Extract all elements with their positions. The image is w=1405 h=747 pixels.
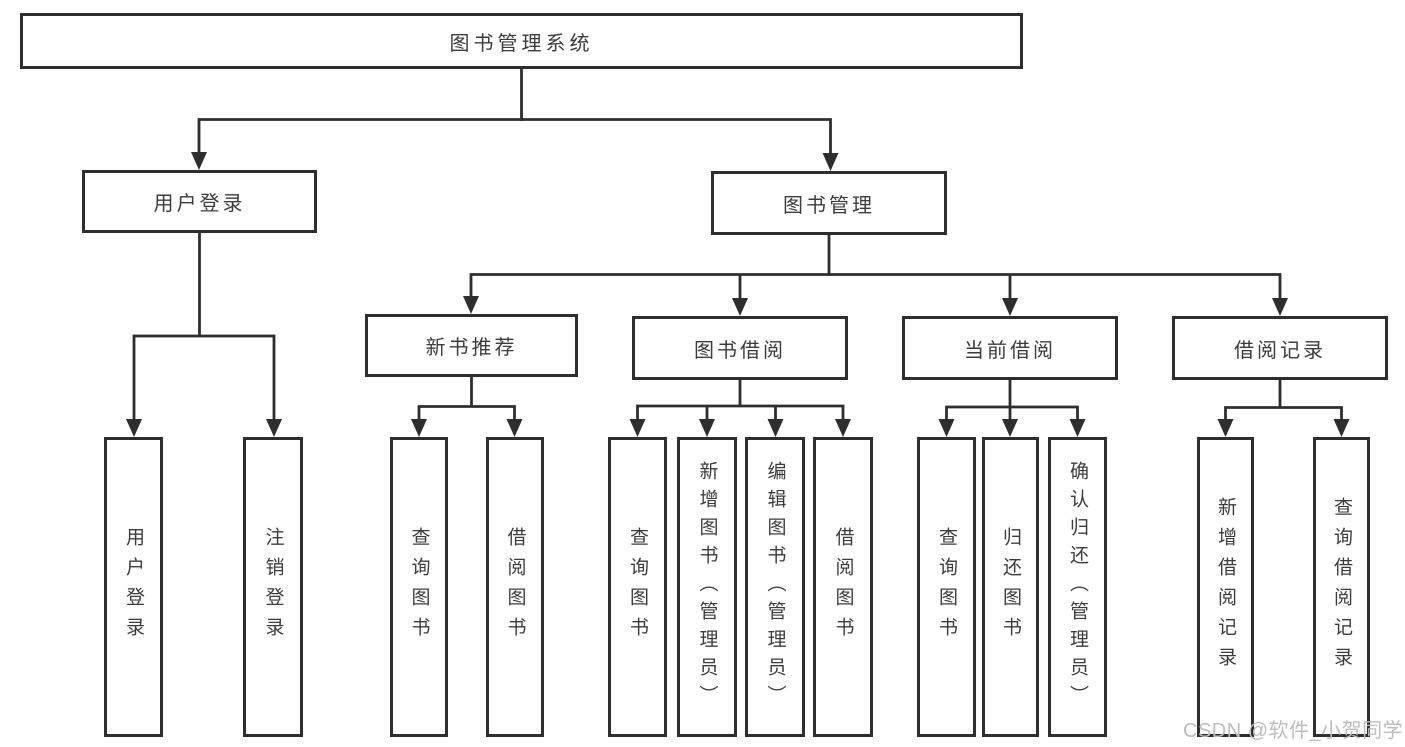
node-label: 新增借阅记录 [1215, 497, 1236, 677]
node-root: 图书管理系统 [20, 13, 1023, 69]
node-label: 新书推荐 [425, 337, 518, 359]
node-current-borrowing: 当前借阅 [902, 316, 1118, 380]
node-leaf-query-books-1: 查询图书 [390, 437, 448, 737]
node-label: 图书管理系统 [449, 32, 594, 55]
node-new-book-recommend: 新书推荐 [365, 314, 578, 377]
node-label: 查询图书 [936, 527, 957, 647]
node-label: 查询图书 [408, 527, 430, 647]
node-label: 图书管理 [783, 194, 875, 217]
watermark: CSDN @软件_小贺同学 [1183, 720, 1404, 742]
node-label: 图书借阅 [694, 339, 786, 362]
node-label: 借阅图书 [504, 527, 526, 647]
node-leaf-borrow-books-2: 借阅图书 [813, 437, 873, 737]
node-user-login: 用户登录 [82, 170, 317, 233]
node-label: 查询借阅记录 [1331, 497, 1352, 677]
node-book-management: 图书管理 [711, 171, 947, 235]
node-label: 注销登录 [262, 527, 284, 647]
arrowheads [126, 152, 1350, 437]
node-label: 确认归还（管理员） [1067, 461, 1088, 713]
node-leaf-edit-books: 编辑图书（管理员） [745, 437, 805, 737]
node-borrowing-records: 借阅记录 [1172, 316, 1388, 380]
node-leaf-logout: 注销登录 [243, 437, 303, 737]
node-label: 借阅记录 [1234, 339, 1326, 362]
node-label: 当前借阅 [964, 339, 1056, 362]
node-leaf-query-books-3: 查询图书 [917, 437, 976, 737]
node-leaf-add-books: 新增图书（管理员） [677, 437, 737, 737]
node-label: 归还图书 [1000, 527, 1021, 647]
node-leaf-confirm-return: 确认归还（管理员） [1048, 437, 1107, 737]
node-leaf-user-login: 用户登录 [104, 437, 163, 737]
node-book-borrowing: 图书借阅 [632, 316, 848, 380]
node-label: 新增图书（管理员） [696, 461, 718, 713]
node-leaf-add-borrow-record: 新增借阅记录 [1197, 437, 1254, 737]
node-label: 用户登录 [123, 527, 144, 647]
node-label: 借阅图书 [832, 527, 854, 647]
node-leaf-query-books-2: 查询图书 [608, 437, 667, 737]
node-leaf-query-borrow-record: 查询借阅记录 [1313, 437, 1370, 737]
node-label: 编辑图书（管理员） [764, 461, 786, 713]
node-leaf-borrow-books-1: 借阅图书 [486, 437, 544, 737]
node-label: 用户登录 [153, 193, 246, 215]
node-leaf-return-books: 归还图书 [982, 437, 1039, 737]
node-label: 查询图书 [627, 527, 648, 647]
